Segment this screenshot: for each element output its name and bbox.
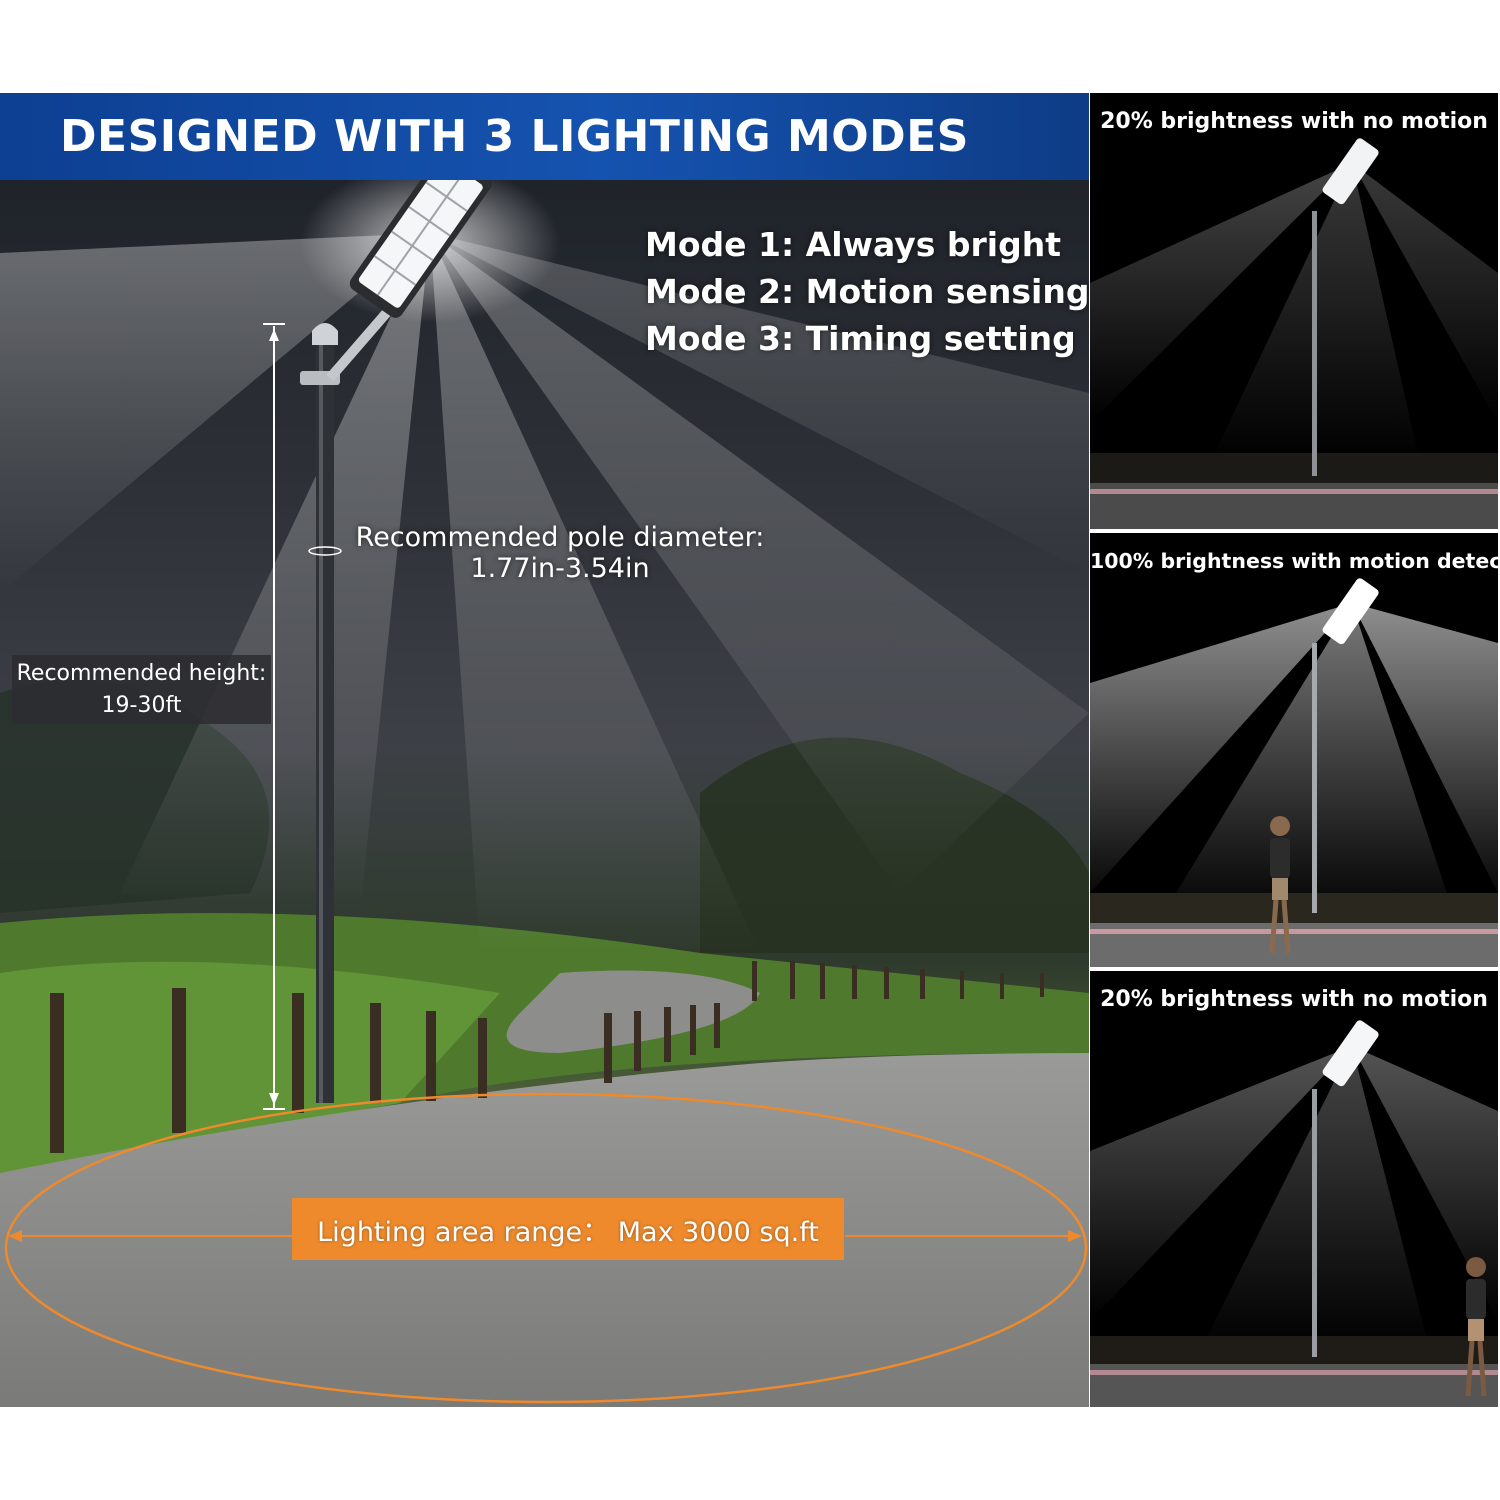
pole-diameter-label: Recommended pole diameter: 1.77in-3.54in [330, 522, 790, 584]
height-title: Recommended height: [16, 660, 267, 686]
panel-caption: 20% brightness with no motion [1100, 109, 1488, 134]
mode-panel-low-brightness: 20% brightness with no motion [1090, 93, 1498, 529]
pole-diameter-title: Recommended pole diameter: [355, 522, 765, 553]
panel-caption: 100% brightness with motion detected [1090, 549, 1498, 573]
height-label: Recommended height: 19-30ft [12, 655, 271, 724]
mode-panel-low-brightness-after: 20% brightness with no motion [1090, 971, 1498, 1407]
title-banner: DESIGNED WITH 3 LIGHTING MODES [0, 93, 1089, 180]
mode-item: Mode 1: Always bright [645, 225, 1061, 264]
panel-scene-illustration [1090, 578, 1498, 967]
panel-scene-illustration [1090, 1020, 1498, 1407]
mode-item: Mode 3: Timing setting [645, 319, 1076, 358]
panel-scene-illustration [1090, 138, 1498, 529]
mode-panel-full-brightness: 100% brightness with motion detected [1090, 533, 1498, 967]
main-scene: DESIGNED WITH 3 LIGHTING MODES Mode 1: A… [0, 93, 1089, 1407]
mode-item: Mode 2: Motion sensing [645, 272, 1089, 311]
pole-diameter-value: 1.77in-3.54in [470, 553, 650, 584]
panel-caption: 20% brightness with no motion [1100, 987, 1488, 1012]
page-title: DESIGNED WITH 3 LIGHTING MODES [60, 111, 969, 162]
lighting-modes-list: Mode 1: Always bright Mode 2: Motion sen… [645, 221, 1089, 362]
lighting-area-label: Lighting area range： Max 3000 sq.ft [292, 1198, 844, 1260]
height-value: 19-30ft [101, 692, 182, 718]
